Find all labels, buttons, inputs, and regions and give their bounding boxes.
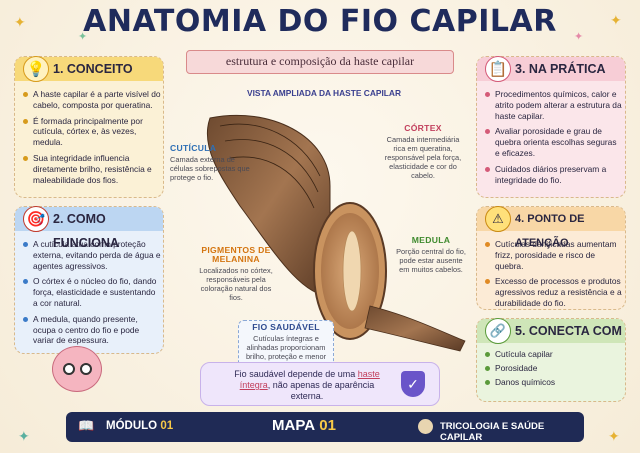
sparkle-icon: ✦ — [608, 428, 620, 444]
page-title: ANATOMIA DO FIO CAPILAR — [83, 4, 557, 39]
brain-mascot-icon — [52, 346, 102, 392]
lightbulb-icon: 💡 — [23, 56, 49, 82]
list-item: Avaliar porosidade e grau de quebra orie… — [485, 126, 623, 158]
diagram-heading: VISTA AMPLIADA DA HASTE CAPILAR — [246, 88, 401, 98]
list-item: O córtex é o núcleo do fio, dando força,… — [23, 276, 161, 308]
sparkle-icon: ✦ — [78, 31, 88, 43]
hair-icon — [418, 419, 433, 434]
target-icon: 🎯 — [23, 206, 49, 232]
sparkle-icon: ✦ — [18, 428, 30, 444]
card-conecta-com: 5. CONECTA COM 🔗 Cutícula capilar Porosi… — [476, 318, 626, 402]
list-item: É formada principalmente por cutícula, c… — [23, 116, 161, 148]
sparkle-icon: ✦ — [610, 12, 622, 28]
card-ponto-de-atencao: 4. PONTO DE ATENÇÃO ⚠ Cutículas danifica… — [476, 206, 626, 310]
footer-bar: 📖 MÓDULO 01 MAPA 01 TRICOLOGIA E SAÚDE C… — [66, 412, 584, 443]
list-item: A medula, quando presente, ocupa o centr… — [23, 314, 161, 346]
shield-check-icon: ✓ — [401, 371, 425, 397]
hair-shaft-illustration — [206, 114, 466, 352]
list-item: Procedimentos químicos, calor e atrito p… — [485, 89, 623, 121]
list-item: Excesso de processos e produtos agressiv… — [485, 276, 623, 308]
list-item: Porosidade — [485, 363, 623, 373]
card-list: Cutícula capilar Porosidade Danos químic… — [485, 349, 623, 391]
quote-text: Fio saudável depende de uma haste íntegr… — [234, 369, 380, 401]
list-item: A haste capilar é a parte visível do cab… — [23, 89, 161, 111]
list-item: Cuidados diários preservam a integridade… — [485, 164, 623, 186]
card-list: Cutículas danificadas aumentam frizz, po… — [485, 239, 623, 314]
card-na-pratica: 3. NA PRÁTICA 📋 Procedimentos químicos, … — [476, 56, 626, 198]
list-item: A cutícula atua como proteção externa, e… — [23, 239, 161, 271]
card-list: A haste capilar é a parte visível do cab… — [23, 89, 161, 190]
warning-icon: ⚠ — [485, 206, 511, 232]
link-icon: 🔗 — [485, 318, 511, 344]
card-list: Procedimentos químicos, calor e atrito p… — [485, 89, 623, 190]
sparkle-icon: ✦ — [14, 14, 26, 30]
clipboard-icon: 📋 — [485, 56, 511, 82]
book-icon: 📖 — [78, 418, 95, 433]
list-item: Cutícula capilar — [485, 349, 623, 359]
quote-box: Fio saudável depende de uma haste íntegr… — [200, 362, 440, 406]
footer-area: TRICOLOGIA E SAÚDE CAPILAR — [440, 421, 545, 443]
page-subtitle: estrutura e composição da haste capilar — [186, 50, 454, 74]
card-como-funciona: 2. COMO FUNCIONA 🎯 A cutícula atua como … — [14, 206, 164, 354]
card-conceito: 1. CONCEITO 💡 A haste capilar é a parte … — [14, 56, 164, 198]
card-list: A cutícula atua como proteção externa, e… — [23, 239, 161, 351]
list-item: Cutículas danificadas aumentam frizz, po… — [485, 239, 623, 271]
footer-mapa: MAPA 01 — [272, 417, 336, 434]
sparkle-icon: ✦ — [574, 31, 584, 43]
footer-modulo: MÓDULO 01 — [106, 420, 174, 432]
list-item: Sua integridade influencia diretamente b… — [23, 153, 161, 185]
list-item: Danos químicos — [485, 377, 623, 387]
